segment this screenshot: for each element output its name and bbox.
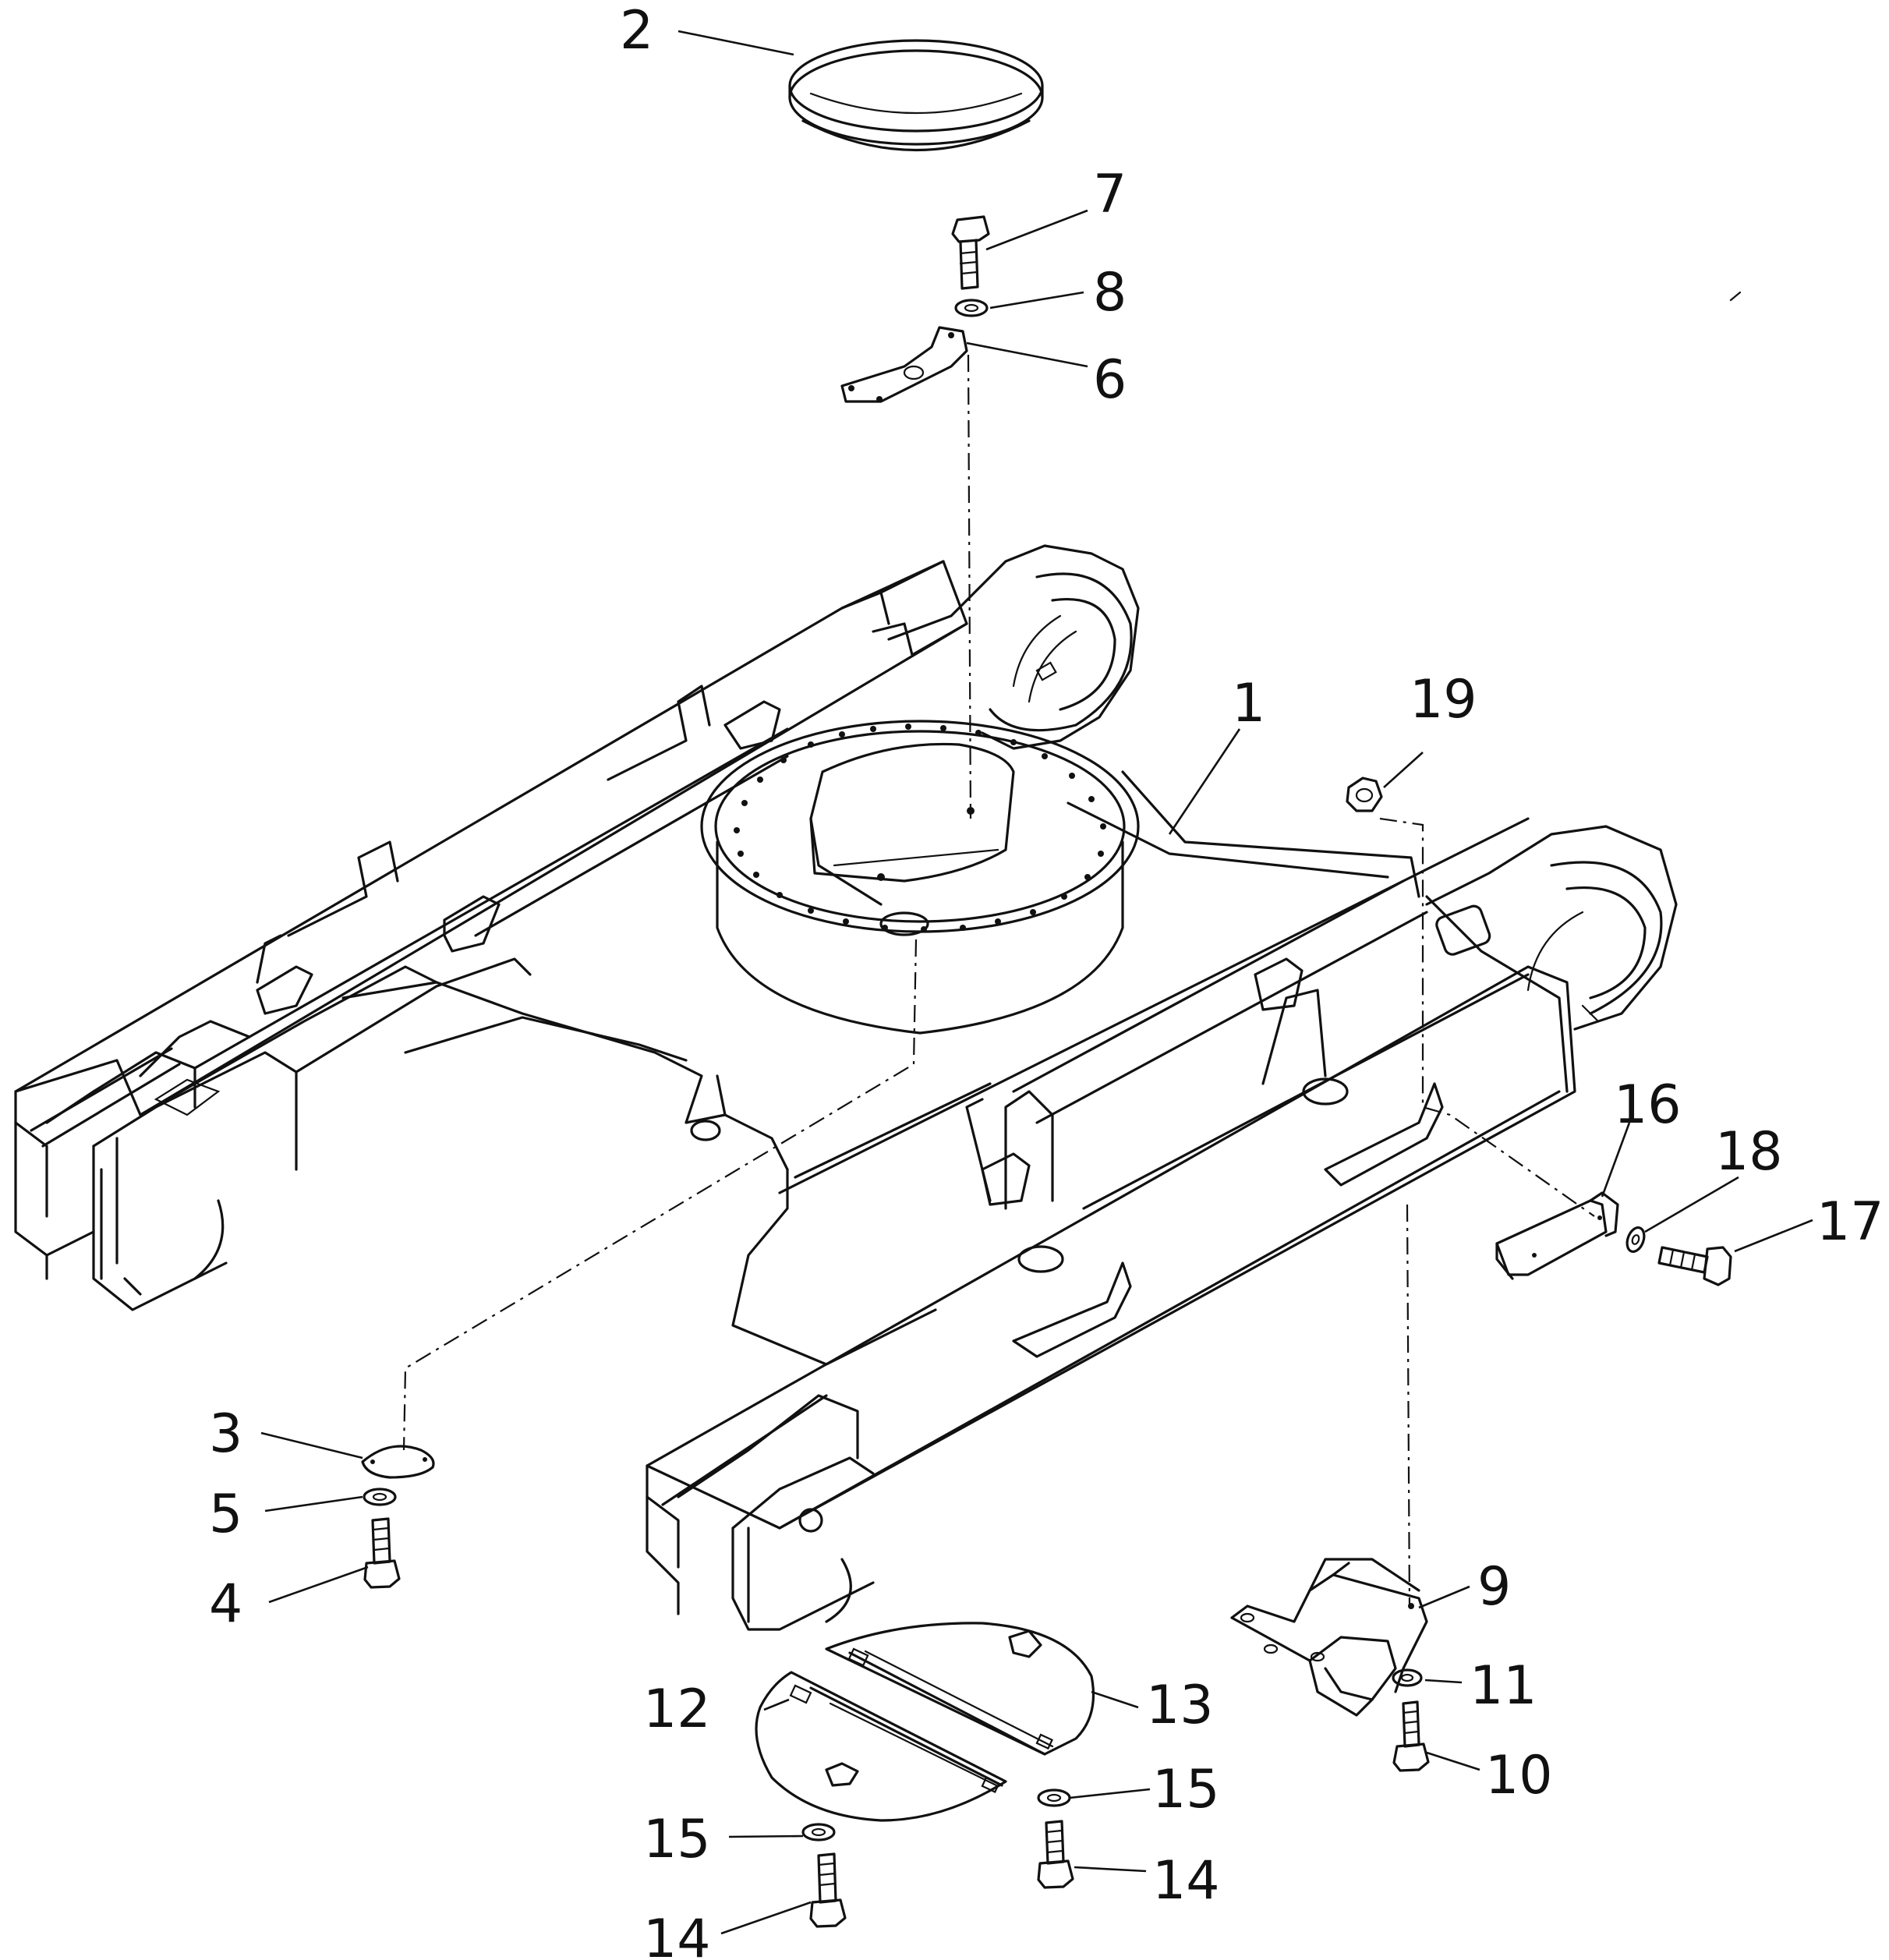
- callout-14-left: 14: [643, 1909, 711, 1960]
- callout-8: 8: [1093, 262, 1127, 324]
- seal-ring-part: [788, 39, 1044, 152]
- under-cover-left-part: [755, 1671, 1007, 1822]
- under-cover-right-part: [825, 1622, 1095, 1756]
- bolt-part: [1037, 1820, 1074, 1889]
- callout-1: 1: [1232, 673, 1265, 734]
- callout-15-right: 15: [1152, 1759, 1220, 1820]
- callout-17: 17: [1816, 1191, 1884, 1253]
- washer-part: [363, 1488, 397, 1506]
- callout-2: 2: [620, 0, 653, 62]
- callout-19: 19: [1410, 669, 1477, 731]
- callout-13: 13: [1146, 1675, 1214, 1736]
- washer-part: [801, 1823, 836, 1841]
- guard-part: [1495, 1191, 1619, 1280]
- part-callouts: 1 2 3 4 5 6 7 8 9 10 11 12 13 14 14 15 1…: [209, 0, 1884, 1960]
- callout-9: 9: [1477, 1556, 1511, 1618]
- callout-7: 7: [1093, 164, 1127, 225]
- callout-16: 16: [1614, 1074, 1682, 1136]
- callout-6: 6: [1093, 349, 1127, 411]
- plate-bracket-part: [840, 326, 968, 403]
- washer-part: [1625, 1226, 1646, 1254]
- bolt-part: [1657, 1246, 1732, 1286]
- bolt-part: [363, 1517, 401, 1589]
- bolt-part: [1392, 1700, 1430, 1772]
- assembly-centerlines: [402, 354, 1595, 1608]
- bolt-part: [809, 1852, 847, 1928]
- washer-part: [1037, 1788, 1071, 1807]
- washer-part: [954, 299, 989, 317]
- bracket-part: [1230, 1558, 1428, 1717]
- callout-4: 4: [209, 1573, 242, 1635]
- scan-mark: [1729, 291, 1742, 302]
- callout-5: 5: [209, 1484, 242, 1545]
- callout-12: 12: [643, 1679, 711, 1740]
- cover-plate-part: [361, 1445, 435, 1479]
- callout-11: 11: [1470, 1655, 1537, 1717]
- callout-15-left: 15: [643, 1809, 711, 1870]
- callout-18: 18: [1715, 1121, 1783, 1183]
- leader-lines: [260, 30, 1813, 1935]
- nut-part: [1346, 777, 1383, 812]
- washer-part: [1392, 1668, 1423, 1687]
- callout-3: 3: [209, 1403, 242, 1465]
- callout-10: 10: [1485, 1745, 1553, 1806]
- track-frame-part: [14, 544, 1678, 1631]
- bolt-part: [951, 215, 990, 290]
- callout-14-right: 14: [1152, 1850, 1220, 1912]
- mounting-hole-pattern: [734, 724, 1106, 932]
